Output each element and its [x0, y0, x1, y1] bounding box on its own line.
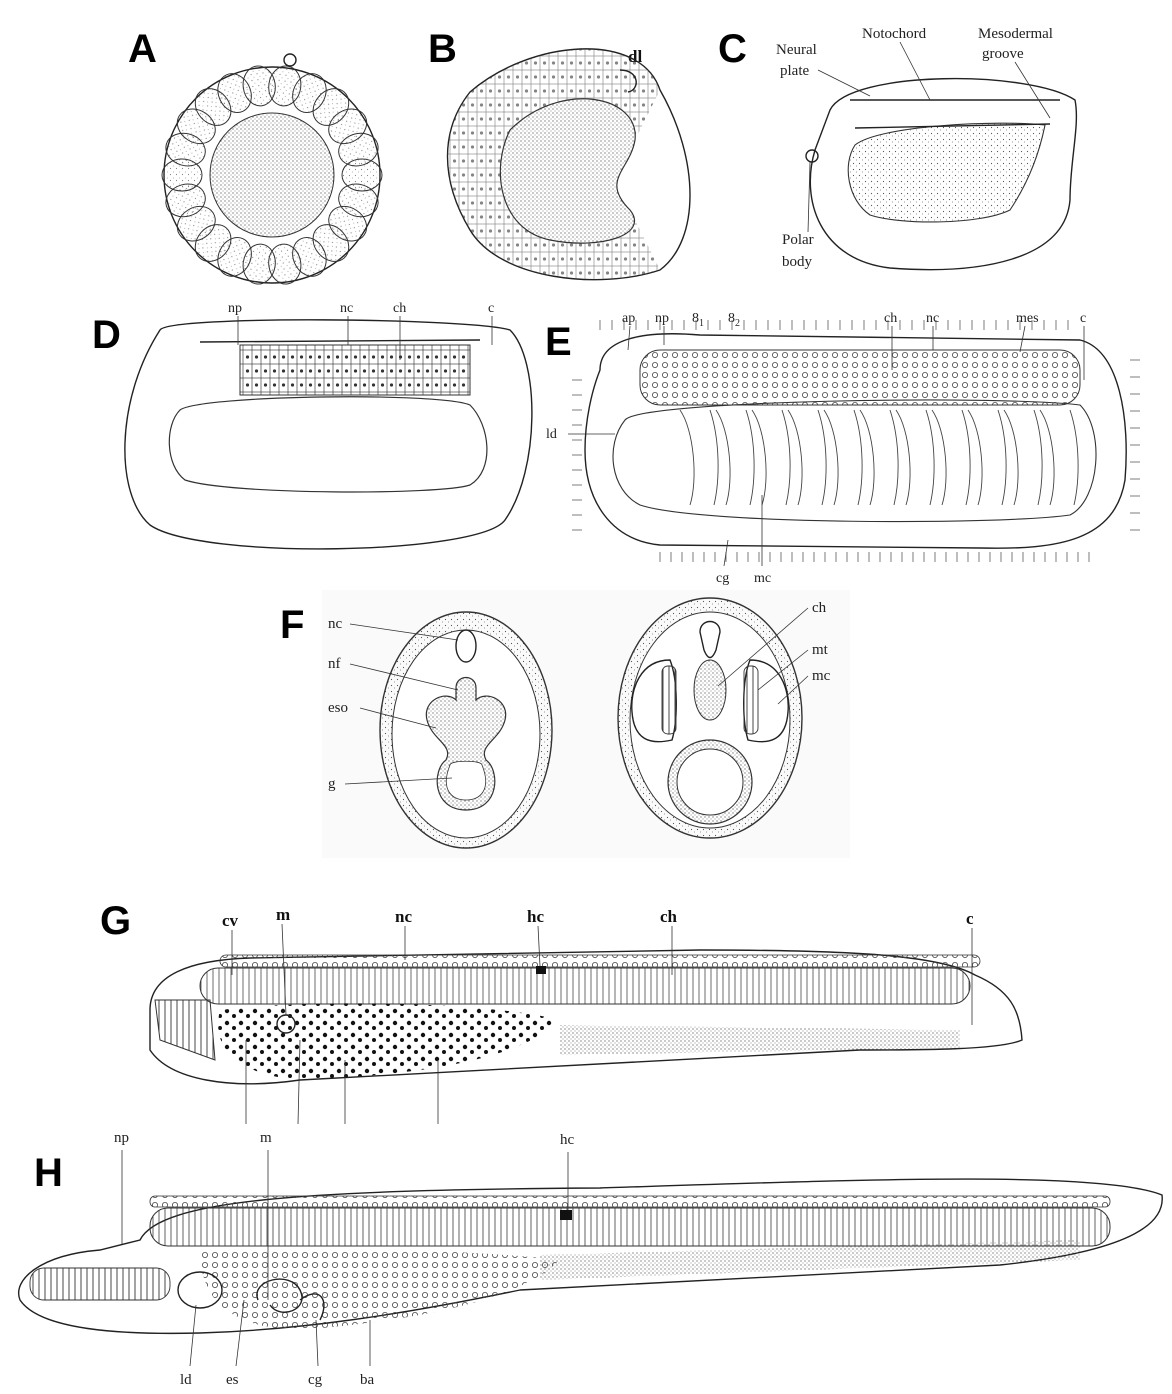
panel-f: F nc nf eso g ch mt mc	[280, 590, 850, 858]
label-h-m: m	[260, 1130, 272, 1146]
label-polar-body-line1: Polar	[782, 232, 814, 248]
label-f-nc: nc	[328, 616, 343, 632]
panel-letter-g: G	[100, 899, 131, 943]
label-h-hc: hc	[560, 1132, 575, 1148]
panel-c: C Neural plate Notochord Mesodermal groo…	[718, 26, 1076, 270]
label-g-c: c	[966, 909, 974, 928]
leader-h-ld	[190, 1305, 196, 1366]
label-neural-plate-line1: Neural	[776, 42, 817, 58]
label-d-nc: nc	[340, 301, 353, 316]
label-g-nc: nc	[395, 907, 412, 926]
label-e-segment-1: 81	[692, 311, 704, 329]
panel-letter-c: C	[718, 27, 747, 71]
label-e-mc: mc	[754, 571, 771, 586]
panel-letter-a: A	[128, 27, 157, 71]
label-h-np: np	[114, 1130, 129, 1146]
label-f-mt: mt	[812, 642, 829, 658]
panel-letter-b: B	[428, 27, 457, 71]
panel-g: G cv m nc hc ch c	[100, 899, 1022, 1124]
label-neural-plate-line2: plate	[780, 63, 809, 79]
label-g-cv: cv	[222, 911, 239, 930]
leader-neural-plate	[818, 70, 870, 96]
label-h-ba: ba	[360, 1372, 375, 1388]
label-e-mes: mes	[1016, 311, 1039, 326]
label-polar-body-line2: body	[782, 254, 813, 270]
cross-section-left	[380, 612, 552, 848]
label-h-ld: ld	[180, 1372, 192, 1388]
blastula-drawing	[162, 54, 382, 286]
panel-letter-d: D	[92, 313, 121, 357]
label-notochord: Notochord	[862, 26, 927, 42]
cross-section-right	[618, 598, 802, 838]
larva-drawing-g	[150, 950, 1022, 1084]
label-g-hc: hc	[527, 907, 544, 926]
leader-polar-body	[808, 162, 810, 232]
label-f-eso: eso	[328, 700, 348, 716]
label-e-segment-2: 82	[728, 311, 740, 329]
label-h-es: es	[226, 1372, 239, 1388]
label-d-np: np	[228, 301, 242, 316]
label-h-cg: cg	[308, 1372, 323, 1388]
panel-d: D np nc ch c 81 g 82 mes	[92, 301, 532, 549]
panel-h: H np m hc ld es cg ba	[19, 1130, 1163, 1388]
panel-b: B dl	[428, 27, 690, 280]
label-e-np: np	[655, 311, 669, 326]
label-e-ch: ch	[884, 311, 897, 326]
panel-letter-h: H	[34, 1151, 63, 1195]
label-d-c: c	[488, 301, 494, 316]
panel-e: E ap np 81 82 ch nc mes c ld g g cg mc	[545, 311, 1140, 586]
polar-body-a	[284, 54, 296, 66]
label-g-m: m	[276, 905, 290, 924]
leader-mesodermal-groove	[1015, 62, 1050, 118]
early-embryo-longitudinal-drawing	[125, 320, 532, 549]
label-g-ch: ch	[660, 907, 678, 926]
somite-stage-embryo-drawing	[572, 320, 1140, 562]
panel-a: A	[128, 27, 382, 286]
label-f-nf: nf	[328, 656, 341, 672]
label-f-mc: mc	[812, 668, 831, 684]
panel-letter-e: E	[545, 320, 572, 364]
label-e-c: c	[1080, 311, 1086, 326]
larva-drawing-h	[19, 1179, 1163, 1333]
label-e-ld: ld	[546, 427, 557, 442]
label-d-ch: ch	[393, 301, 406, 316]
label-mesodermal-groove-line2: groove	[982, 46, 1024, 62]
gastrula-section-drawing	[448, 49, 691, 280]
neurula-section-drawing	[806, 79, 1076, 270]
label-f-g: g	[328, 776, 336, 792]
label-f-ch: ch	[812, 600, 827, 616]
label-mesodermal-groove-line1: Mesodermal	[978, 26, 1053, 42]
leader-notochord	[900, 42, 930, 100]
leader-e-cg	[724, 540, 728, 566]
panel-letter-f: F	[280, 603, 304, 647]
label-e-cg: cg	[716, 571, 729, 586]
label-e-nc: nc	[926, 311, 939, 326]
